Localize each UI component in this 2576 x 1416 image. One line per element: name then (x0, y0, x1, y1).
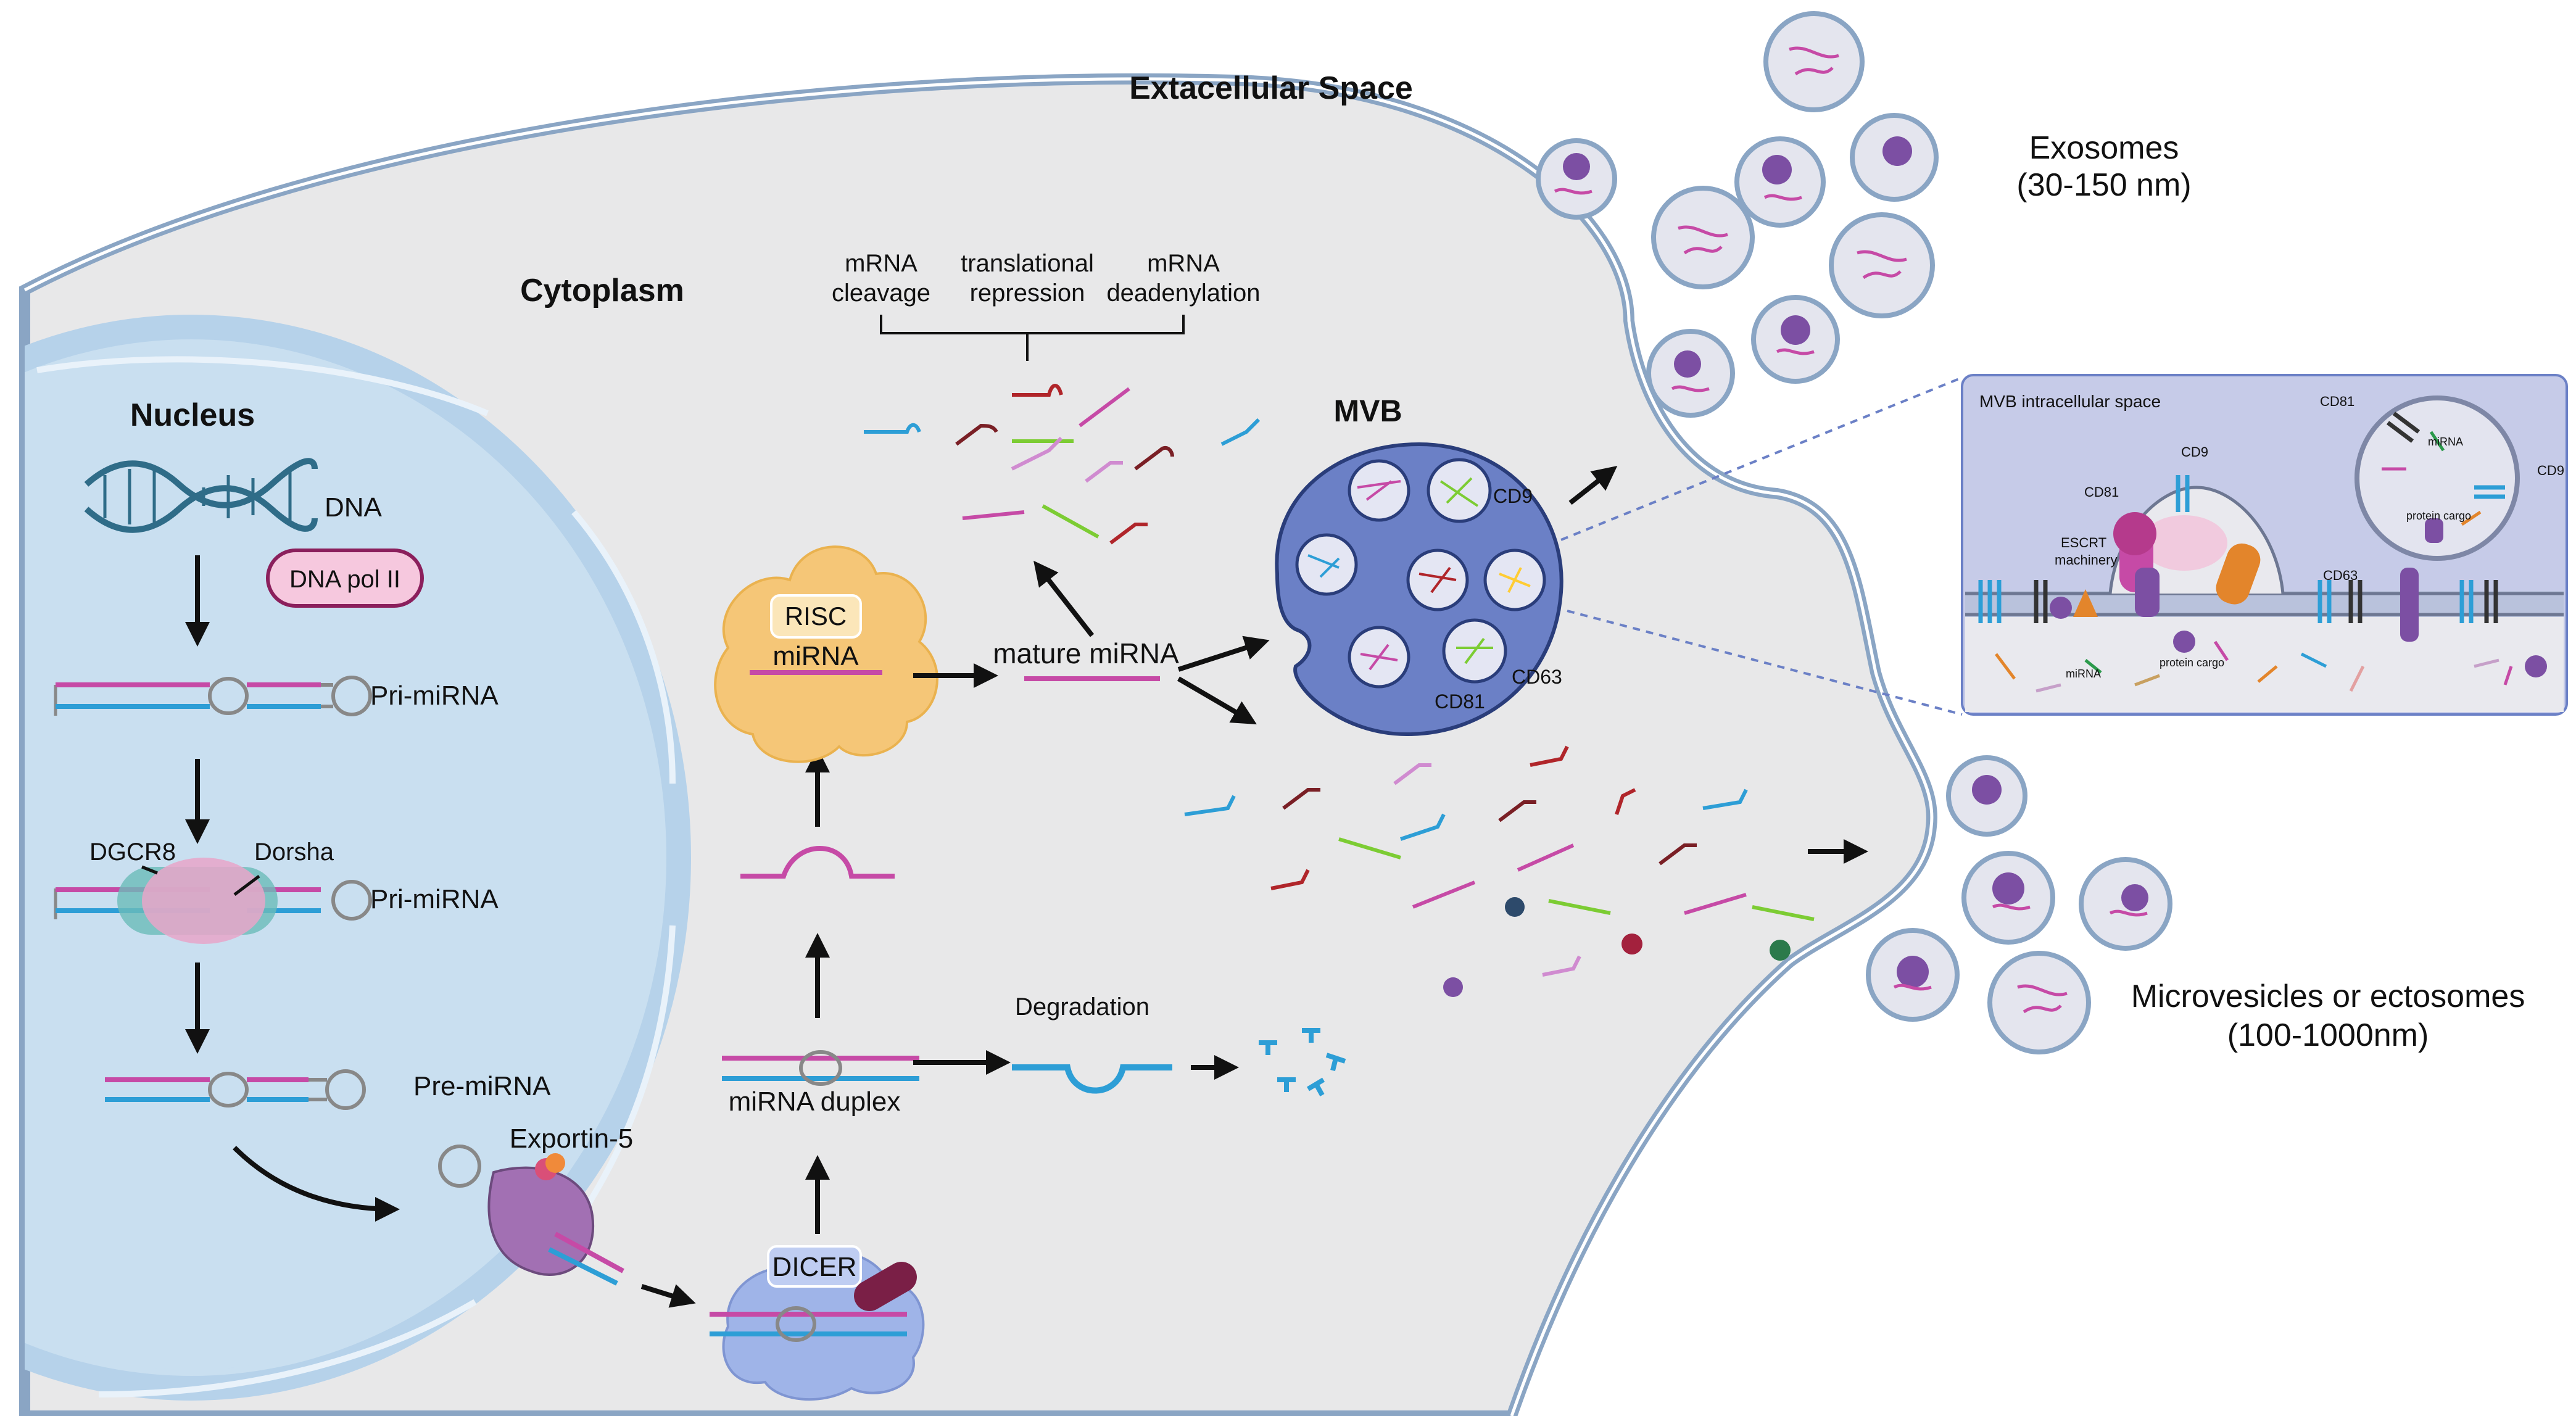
nucleus-label: Nucleus (130, 397, 255, 433)
degraded-fragments (1259, 1028, 1346, 1096)
deadenylation-label-2: deadenylation (1106, 279, 1260, 307)
pri-mirna-label-1: Pri-miRNA (370, 681, 499, 711)
dna-label: DNA (325, 492, 383, 523)
pri-mirna-hairpin-2 (54, 858, 372, 944)
microvesicles-label: Microvesicles or ectosomes (2131, 979, 2525, 1014)
exosomes-size-label: (30-150 nm) (2016, 167, 2191, 203)
inset-mirna-a: miRNA (2428, 436, 2463, 448)
free-mirnas-upper (864, 384, 1261, 545)
risc-mirna-label: miRNA (772, 641, 859, 671)
dicer-label: DICER (772, 1252, 857, 1282)
mirna-duplex-label: miRNA duplex (729, 1087, 901, 1117)
pri-mirna-label-2: Pri-miRNA (370, 884, 499, 914)
nucleoplasm (25, 346, 660, 1370)
inset-escrt-1: ESCRT (2061, 535, 2106, 550)
dorsha-label: Dorsha (254, 838, 334, 866)
inset-cd81-b: CD81 (2084, 484, 2119, 500)
mirna-duplex (722, 1050, 919, 1086)
risc-label: RISC (785, 602, 847, 631)
dna-pol-ii-badge: DNA pol II (266, 549, 424, 608)
inset-cd81-a: CD81 (2320, 394, 2354, 409)
exosomes-label: Exosomes (2029, 130, 2179, 166)
microvesicle-group (1866, 755, 2172, 1054)
exportin-5-label: Exportin-5 (510, 1124, 634, 1154)
exportin-5-complex (438, 1145, 624, 1286)
translational-label-1: translational (961, 250, 1094, 277)
drosha-protein (142, 858, 265, 944)
cell-membrane-inner (23, 77, 1934, 1416)
mvb-label: MVB (1333, 394, 1402, 428)
translational-label-2: repression (970, 279, 1085, 307)
risc-complex (714, 545, 938, 763)
degraded-strand (1012, 1064, 1172, 1094)
dna-helix (84, 458, 318, 533)
cytoplasm-label: Cytoplasm (520, 273, 684, 308)
mrna-cleavage-label-2: cleavage (832, 279, 930, 307)
mvb-inset-panel (1961, 374, 2568, 716)
dicer-complex (710, 1245, 925, 1401)
inset-protein-cargo-b: protein cargo (2160, 656, 2224, 669)
mvb-cd63-label: CD63 (1512, 666, 1562, 688)
free-proteins (1443, 897, 1791, 997)
nucleus (25, 315, 691, 1401)
inset-mirna-b: miRNA (2066, 668, 2101, 680)
mvb (1275, 442, 1563, 737)
pri-mirna-hairpin-1 (54, 676, 372, 716)
svg-text:DNA pol II: DNA pol II (289, 566, 400, 593)
extracellular-space-label: Extacellular Space (1129, 70, 1413, 106)
degradation-label: Degradation (1015, 993, 1149, 1021)
deadenylation-label-1: mRNA (1147, 250, 1220, 277)
mature-mirna-label: mature miRNA (993, 637, 1179, 669)
inset-title: MVB intracellular space (1979, 392, 2161, 411)
function-bracket (880, 315, 1185, 361)
mvb-cd81-label: CD81 (1435, 690, 1485, 713)
dgcr8-label: DGCR8 (89, 838, 176, 866)
inset-cd9-b: CD9 (2181, 444, 2208, 460)
mrna-cleavage-label-1: mRNA (845, 250, 917, 277)
mvb-cd9-label: CD9 (1493, 485, 1533, 507)
free-mirnas-lower (1184, 745, 1815, 977)
pre-mirna-label: Pre-miRNA (413, 1071, 551, 1101)
pre-mirna-hairpin (105, 1069, 366, 1110)
inset-cd63: CD63 (2323, 568, 2358, 583)
exosome-group (1536, 11, 1939, 418)
inset-escrt-2: machinery (2055, 552, 2117, 568)
inset-cd9-a: CD9 (2537, 463, 2564, 478)
microvesicles-size-label: (100-1000nm) (2227, 1017, 2429, 1053)
inset-protein-cargo-a: protein cargo (2406, 510, 2471, 522)
single-strand-mirna (740, 846, 895, 879)
